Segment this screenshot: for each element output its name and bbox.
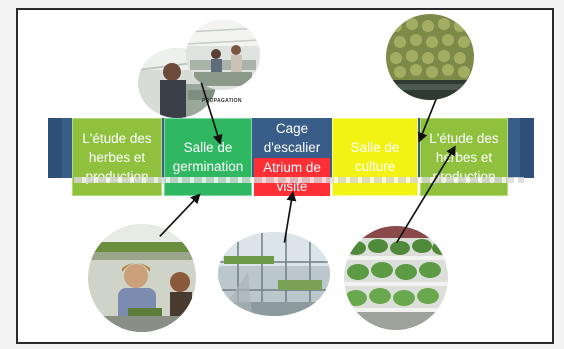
person-with-plants-photo <box>88 224 196 332</box>
floor-plan-left-end <box>48 118 62 178</box>
zone-culture: Salle de culture <box>332 118 418 196</box>
zone-germination: Salle de germination <box>164 118 252 196</box>
zone-germination-label: Salle de germination <box>172 140 244 174</box>
zone-culture-label: Salle de culture <box>350 140 400 174</box>
floor-plan-outline <box>74 177 524 183</box>
greenhouse-workers-photo <box>186 20 260 90</box>
zone-stair-label: Cage d'escalier <box>263 121 321 155</box>
atrium-greenhouse-photo <box>218 232 330 316</box>
seedling-trays-photo <box>386 14 474 100</box>
zone-etude-right: L'étude des herbes et production <box>420 118 508 196</box>
floor-plan-right-end <box>520 118 534 178</box>
zone-stair: Cage d'escalier <box>254 118 330 158</box>
hydroponic-racks-photo <box>344 226 448 330</box>
diagram-frame: L'étude des herbes et production Salle d… <box>16 8 554 344</box>
zone-etude-left: L'étude des herbes et production <box>72 118 162 196</box>
propagation-caption: PROPAGATION <box>202 98 242 104</box>
